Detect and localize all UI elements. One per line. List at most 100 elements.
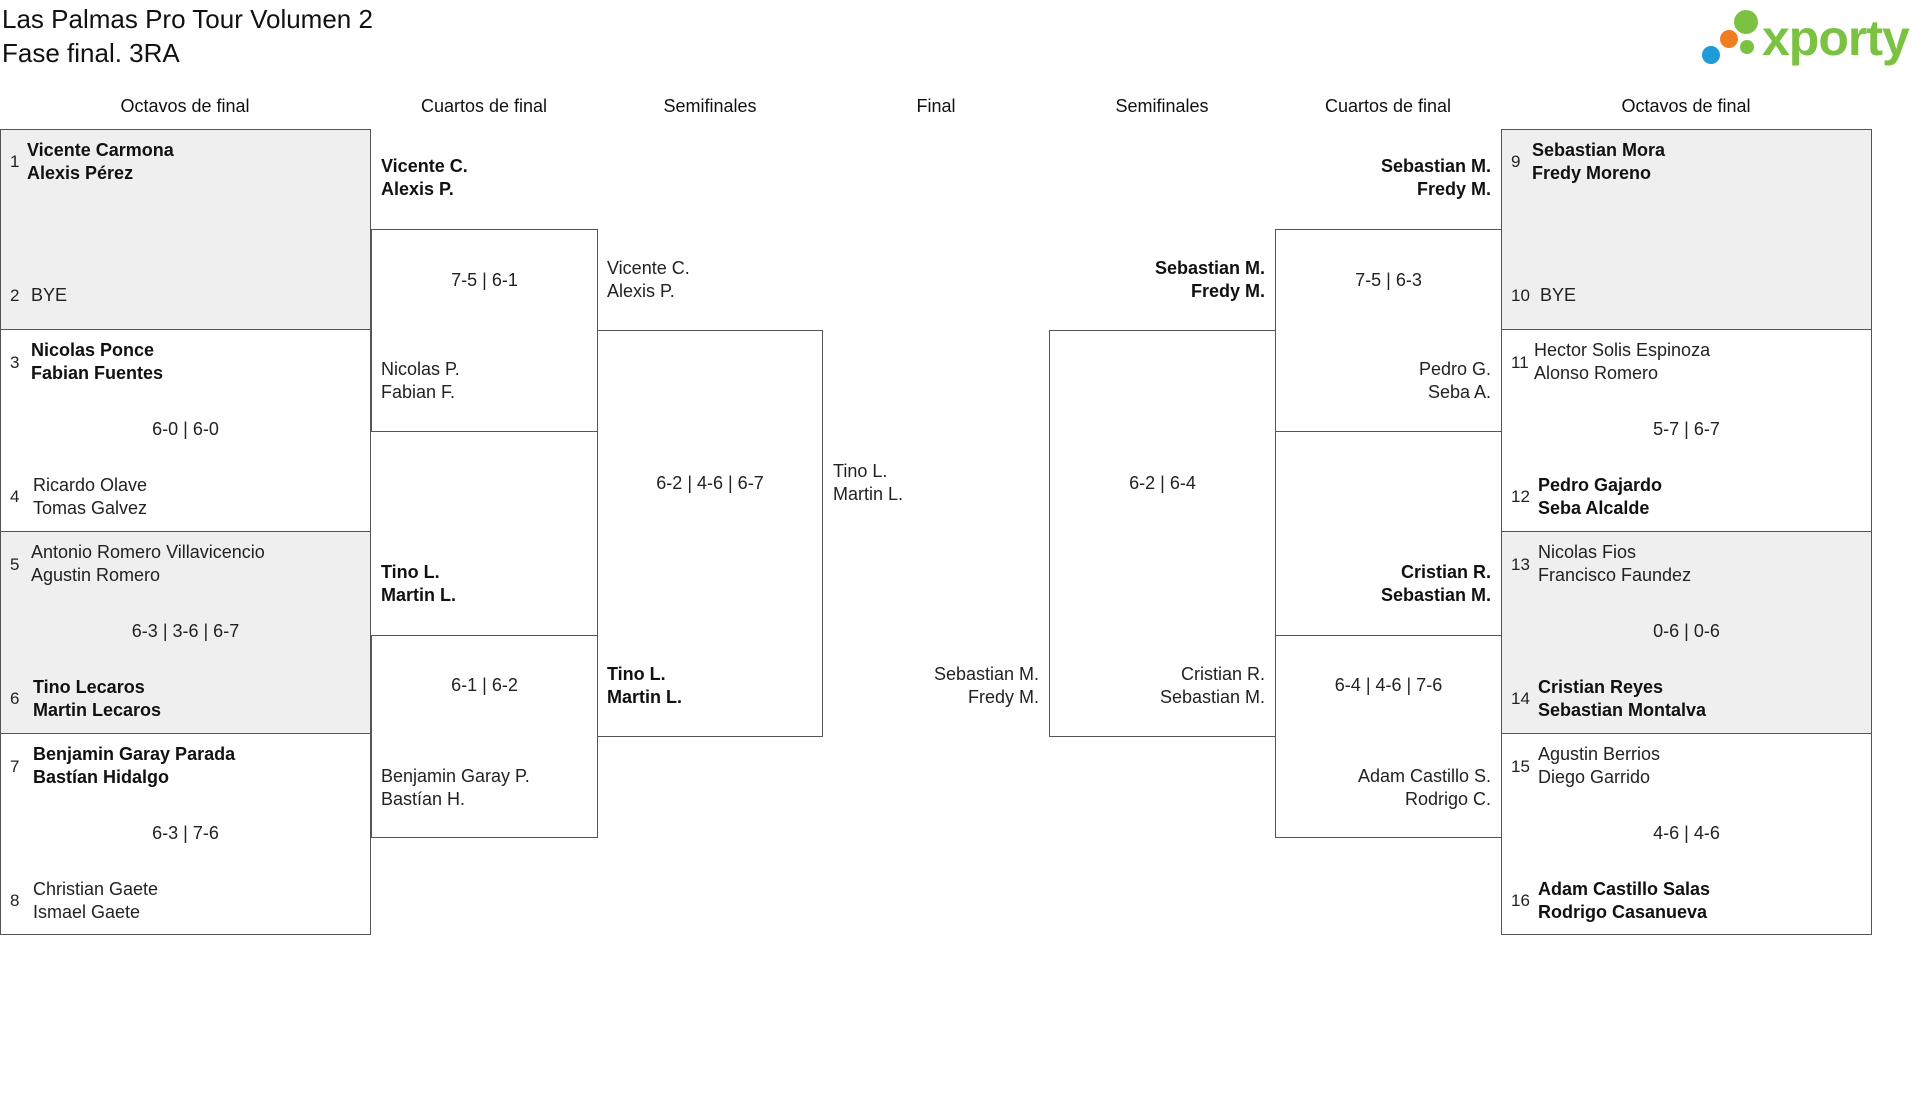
- player-name: Sebastian Montalva: [1538, 700, 1707, 720]
- bye-label: BYE: [1540, 285, 1577, 305]
- seed-number: 15: [1511, 757, 1530, 776]
- player-name: Pedro Gajardo: [1538, 475, 1663, 495]
- header-right-semis: Semifinales: [1115, 96, 1209, 116]
- left-octavos-match-3[interactable]: [0, 531, 371, 734]
- bye-label: BYE: [31, 285, 68, 305]
- seed-number: 13: [1511, 555, 1530, 574]
- match-score: 6-2 | 6-4: [1129, 473, 1196, 493]
- player-name: Nicolas Ponce: [31, 340, 155, 360]
- player-name: Fabian F.: [381, 382, 456, 402]
- player-name: Fredy M.: [1190, 281, 1265, 301]
- player-name: Alexis Pérez: [27, 163, 134, 183]
- player-name: Cristian R.: [1400, 562, 1491, 582]
- seed-number: 3: [10, 353, 20, 372]
- seed-number: 16: [1511, 891, 1530, 910]
- player-name: Martin L.: [607, 687, 682, 707]
- logo-dot-green: [1734, 10, 1758, 34]
- right-octavos-match-4[interactable]: [1501, 733, 1872, 935]
- page-subtitle: Fase final. 3RA: [2, 38, 180, 68]
- seed-number: 1: [10, 152, 20, 171]
- seed-number: 4: [10, 487, 20, 506]
- match-score: 6-0 | 6-0: [152, 419, 219, 439]
- logo-dot-green-small: [1740, 40, 1754, 54]
- player-name: Tomas Galvez: [33, 498, 148, 518]
- left-octavos-match-1[interactable]: [0, 129, 371, 330]
- logo-dot-blue: [1702, 46, 1720, 64]
- page-title: Las Palmas Pro Tour Volumen 2: [2, 4, 373, 34]
- player-name: Sebastian M.: [1380, 156, 1491, 176]
- player-name: Antonio Romero Villavicencio: [31, 542, 265, 562]
- player-name: Nicolas Fios: [1538, 542, 1637, 562]
- player-name: Fredy Moreno: [1532, 163, 1652, 183]
- player-name: Martin L.: [381, 585, 456, 605]
- player-name: Sebastian M.: [1380, 585, 1491, 605]
- seed-number: 5: [10, 555, 20, 574]
- seed-number: 14: [1511, 689, 1530, 708]
- player-name: Alexis P.: [607, 281, 675, 301]
- player-name: Pedro G.: [1418, 359, 1491, 379]
- player-name: Ricardo Olave: [33, 475, 148, 495]
- right-octavos-match-1[interactable]: [1501, 129, 1872, 330]
- left-octavos-match-4[interactable]: [0, 733, 371, 935]
- player-name: Benjamin Garay P.: [381, 766, 530, 786]
- header-left-cuartos: Cuartos de final: [420, 96, 548, 116]
- seed-number: 10: [1511, 286, 1530, 305]
- player-name: Seba Alcalde: [1538, 498, 1650, 518]
- player-name: Alonso Romero: [1534, 363, 1659, 383]
- player-name: Christian Gaete: [33, 879, 159, 899]
- player-name: Bastían H.: [381, 789, 466, 809]
- seed-number: 7: [10, 757, 20, 776]
- player-name: Seba A.: [1427, 382, 1491, 402]
- left-semis-match[interactable]: [597, 330, 823, 737]
- player-name: Bastían Hidalgo: [33, 767, 170, 787]
- header-left-semis: Semifinales: [663, 96, 757, 116]
- player-name: Martin Lecaros: [33, 700, 162, 720]
- player-name: Rodrigo C.: [1404, 789, 1491, 809]
- player-name: Vicente Carmona: [27, 140, 174, 160]
- logo-text: xporty: [1762, 10, 1910, 66]
- xporty-logo[interactable]: xporty: [1698, 6, 1918, 68]
- seed-number: 2: [10, 286, 20, 305]
- match-score: 5-7 | 6-7: [1653, 419, 1720, 439]
- header-right-octavos: Octavos de final: [1621, 96, 1751, 116]
- player-name: Alexis P.: [381, 179, 454, 199]
- player-name: Diego Garrido: [1538, 767, 1651, 787]
- player-name: Ismael Gaete: [33, 902, 141, 922]
- header-left-octavos: Octavos de final: [120, 96, 250, 116]
- match-score: 6-4 | 4-6 | 7-6: [1334, 675, 1443, 695]
- player-name: Tino L.: [381, 562, 440, 582]
- player-name: Adam Castillo Salas: [1538, 879, 1711, 899]
- right-semis-match[interactable]: [1049, 330, 1276, 737]
- match-score: 4-6 | 4-6: [1653, 823, 1720, 843]
- match-score: 6-3 | 3-6 | 6-7: [131, 621, 240, 641]
- player-name: Nicolas P.: [381, 359, 460, 379]
- player-name: Sebastian M.: [933, 664, 1039, 684]
- player-name: Fredy M.: [967, 687, 1039, 707]
- player-name: Hector Solis Espinoza: [1534, 340, 1711, 360]
- seed-number: 8: [10, 891, 20, 910]
- player-name: Sebastian Mora: [1532, 140, 1666, 160]
- player-name: Vicente C.: [381, 156, 468, 176]
- player-name: Adam Castillo S.: [1357, 766, 1491, 786]
- player-name: Sebastian M.: [1154, 258, 1265, 278]
- header-final: Final: [916, 96, 956, 116]
- player-name: Vicente C.: [607, 258, 690, 278]
- player-name: Tino L.: [833, 461, 888, 481]
- match-score: 6-2 | 4-6 | 6-7: [656, 473, 764, 493]
- match-score: 0-6 | 0-6: [1653, 621, 1720, 641]
- seed-number: 6: [10, 689, 20, 708]
- seed-number: 9: [1511, 152, 1521, 171]
- player-name: Agustin Berrios: [1538, 744, 1661, 764]
- player-name: Rodrigo Casanueva: [1538, 902, 1708, 922]
- header-right-cuartos: Cuartos de final: [1324, 96, 1452, 116]
- player-name: Cristian Reyes: [1538, 677, 1664, 697]
- player-name: Francisco Faundez: [1538, 565, 1692, 585]
- player-name: Fredy M.: [1416, 179, 1491, 199]
- player-name: Tino L.: [607, 664, 666, 684]
- match-score: 6-1 | 6-2: [451, 675, 518, 695]
- player-name: Sebastian M.: [1159, 687, 1265, 707]
- seed-number: 12: [1511, 487, 1530, 506]
- player-name: Fabian Fuentes: [31, 363, 164, 383]
- player-name: Tino Lecaros: [33, 677, 145, 697]
- player-name: Martin L.: [833, 484, 904, 504]
